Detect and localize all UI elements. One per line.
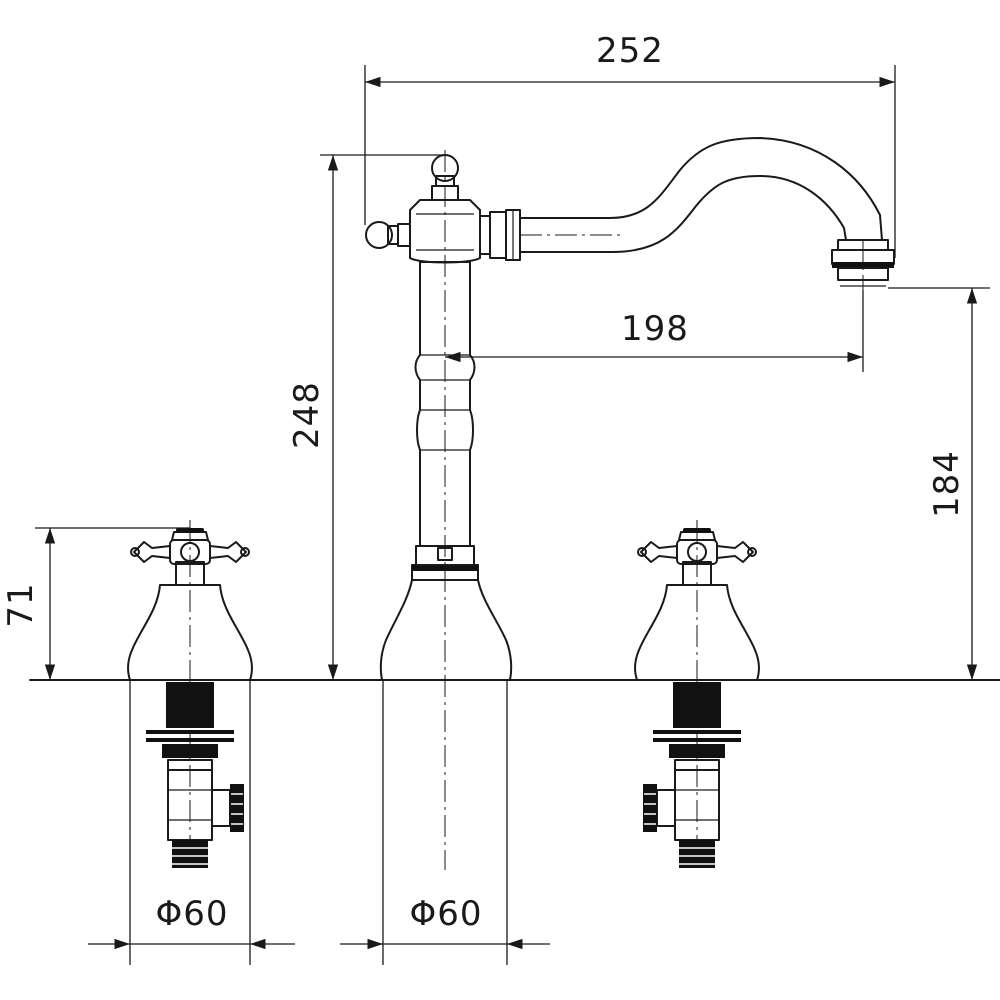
dimension-label-overall-height: 248	[287, 381, 327, 449]
central-spout-assembly	[365, 137, 895, 681]
dimension-label-left-base-diameter: Φ60	[155, 894, 228, 934]
dimension-label-overall-width: 252	[596, 31, 664, 71]
dimension-label-handle-height: 71	[1, 582, 41, 627]
dimension-label-spout-reach: 198	[621, 309, 689, 349]
dimension-center-base-diameter: Φ60	[340, 680, 550, 965]
dimension-spout-reach: 198	[445, 290, 864, 372]
dimension-left-base-diameter: Φ60	[88, 680, 295, 965]
dimension-label-center-base-diameter: Φ60	[409, 894, 482, 934]
dimension-handle-height: 71	[1, 527, 190, 680]
dimension-overall-height: 248	[287, 154, 445, 680]
dimension-overall-width: 252	[364, 31, 896, 258]
dimension-label-spout-height: 184	[927, 450, 967, 518]
dimension-spout-height: 184	[888, 287, 990, 680]
